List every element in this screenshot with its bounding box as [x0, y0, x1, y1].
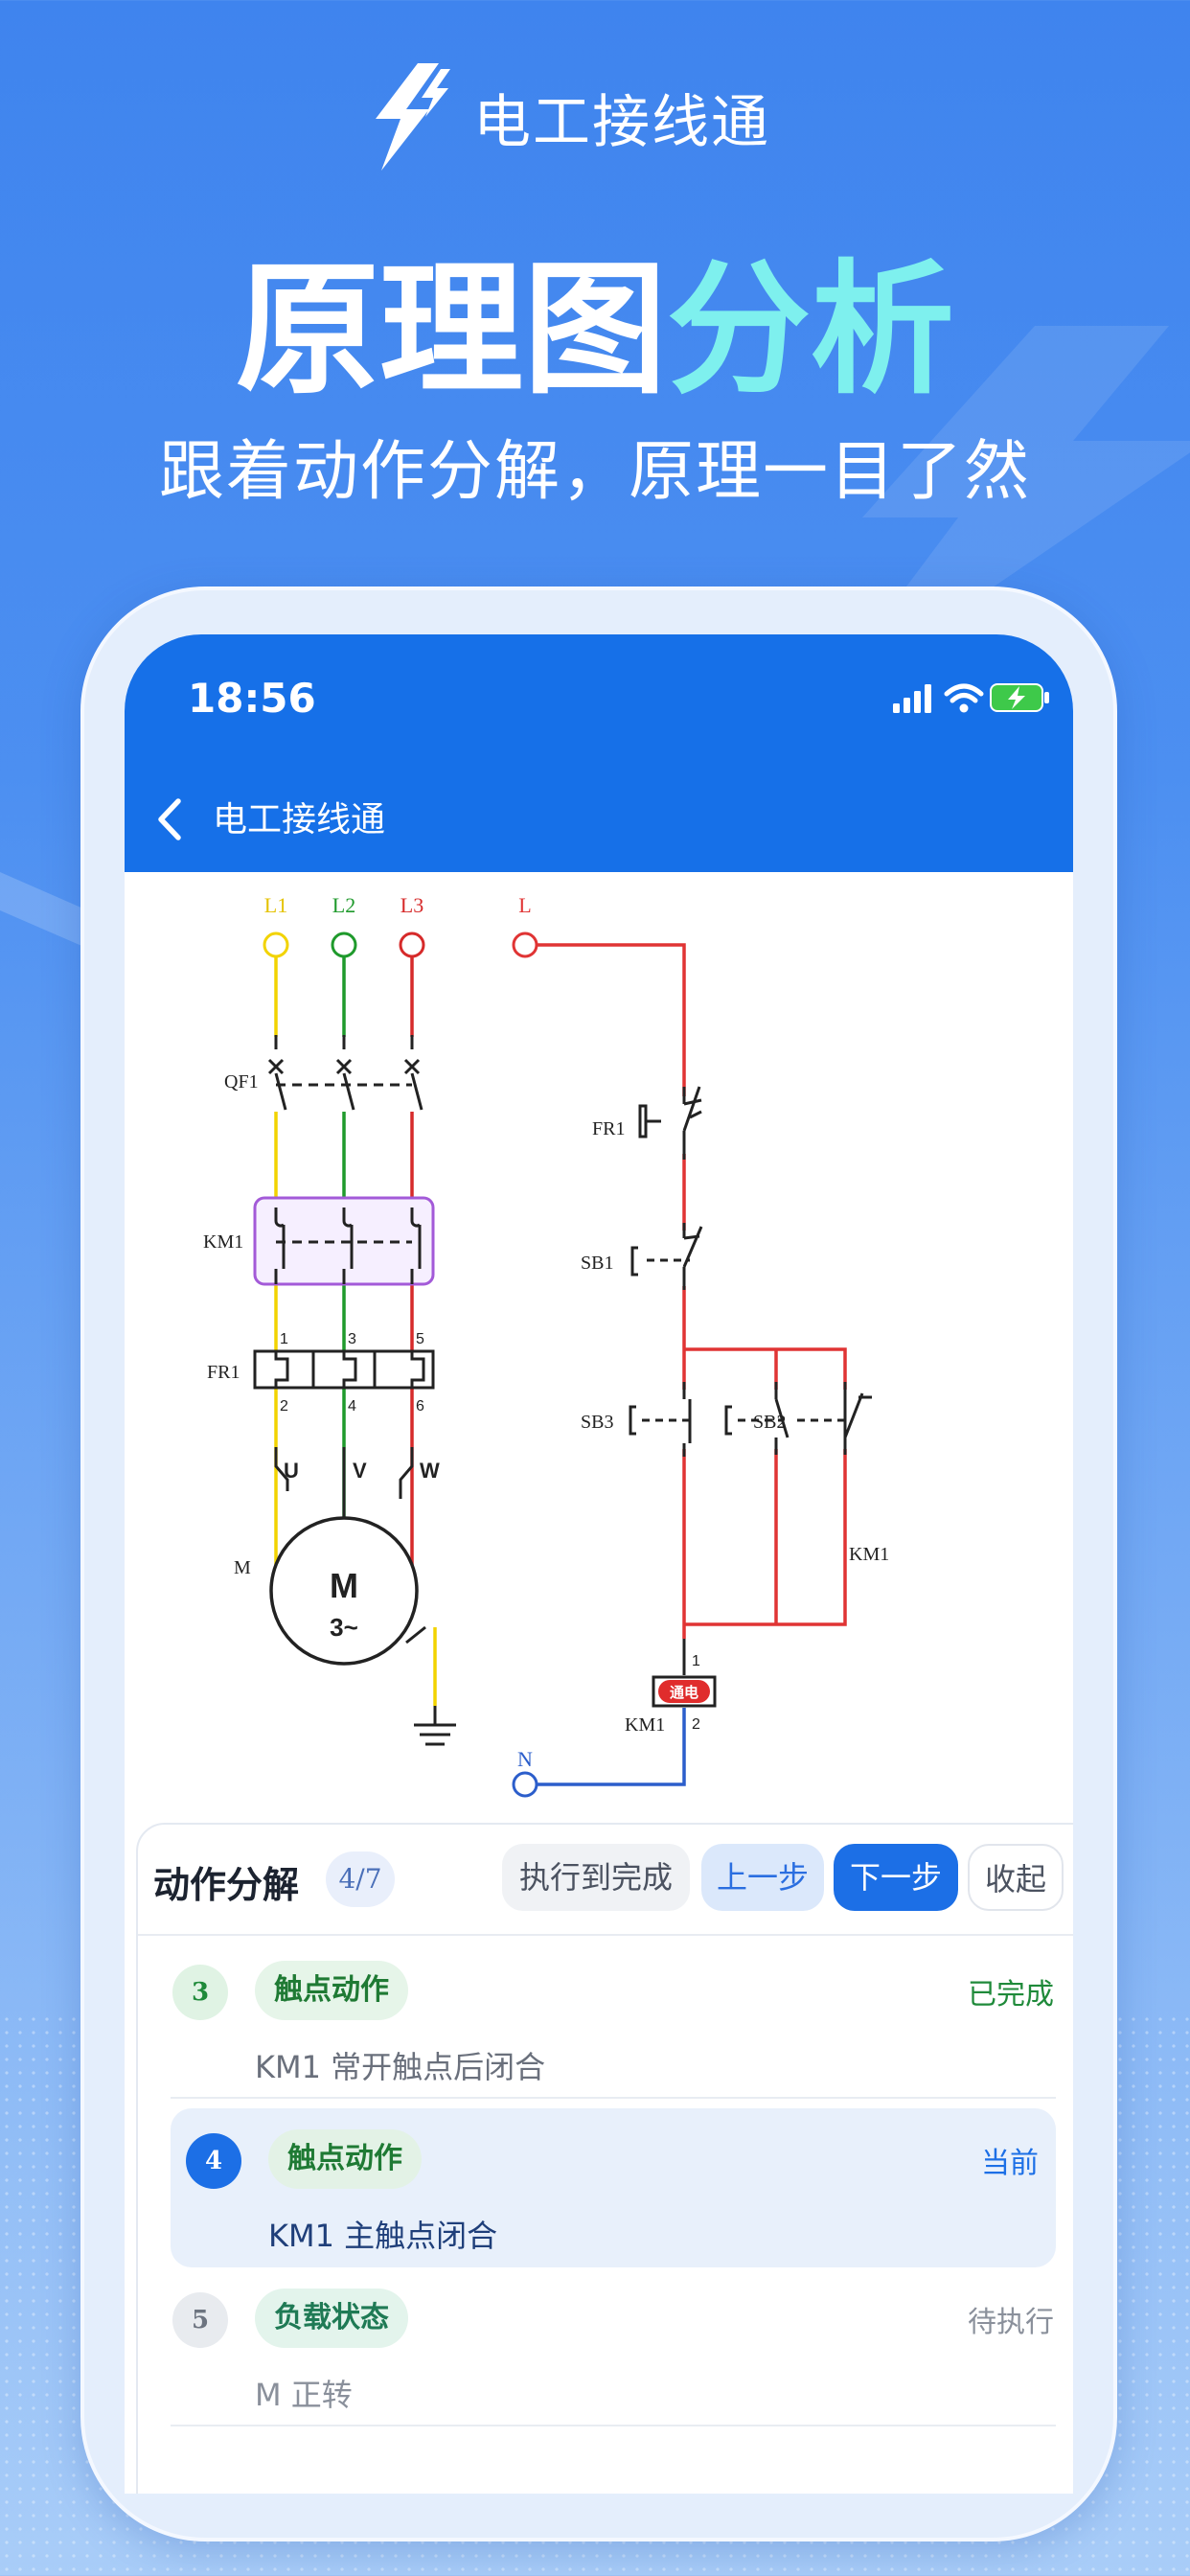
headline-part-cyan: 分析 — [667, 247, 955, 414]
label-l3: L3 — [400, 893, 423, 917]
qf1-breaker — [267, 1035, 423, 1112]
step-description: M 正转 — [255, 2377, 353, 2413]
term-w: W — [420, 1459, 440, 1483]
fr1-control-contact — [638, 1086, 702, 1160]
brand-name: 电工接线通 — [473, 88, 770, 156]
step-tag: 触点动作 — [268, 2129, 422, 2189]
label-l2: L2 — [332, 893, 355, 917]
terminal-l — [512, 932, 538, 958]
ground-symbol — [405, 1625, 456, 1746]
label-km1-main: KM1 — [203, 1231, 243, 1253]
term-1: 1 — [280, 1331, 288, 1347]
wifi-icon — [944, 683, 984, 713]
step-number: 3 — [172, 1965, 228, 2020]
headline: 原理图分析 — [0, 249, 1190, 412]
action-breakdown-panel: 动作分解 4/7 执行到完成 上一步 下一步 收起 3 触点动作 KM1 常开触… — [136, 1823, 1073, 2494]
sb2-start-button — [724, 1382, 872, 1455]
motor-phase: 3~ — [330, 1613, 358, 1642]
step-tag: 触点动作 — [255, 1961, 408, 2020]
label-fr1-ctrl: FR1 — [592, 1118, 625, 1139]
terminal-l3 — [399, 932, 425, 958]
step-item-5[interactable]: 5 负载状态 M 正转 待执行 — [171, 2267, 1056, 2426]
step-status: 当前 — [981, 2147, 1039, 2180]
step-status: 已完成 — [968, 1978, 1054, 2012]
signal-icon — [893, 684, 931, 713]
term-u: U — [284, 1459, 299, 1483]
term-6: 6 — [416, 1398, 424, 1414]
label-motor: M — [234, 1557, 251, 1578]
run-to-end-button[interactable]: 执行到完成 — [502, 1844, 690, 1911]
panel-header: 动作分解 4/7 执行到完成 上一步 下一步 收起 — [138, 1825, 1073, 1936]
step-number: 4 — [186, 2133, 241, 2189]
back-chevron-icon[interactable] — [146, 786, 194, 853]
status-time: 18:56 — [188, 675, 316, 722]
km1-main-contacts — [270, 1208, 422, 1284]
step-item-4[interactable]: 4 触点动作 KM1 主触点闭合 当前 — [171, 2108, 1056, 2267]
label-l1: L1 — [264, 893, 287, 917]
label-fr1-main: FR1 — [207, 1362, 240, 1383]
coil-term-2: 2 — [692, 1716, 700, 1733]
coil-term-1: 1 — [692, 1653, 700, 1669]
label-sb2: SB2 — [753, 1412, 786, 1433]
terminal-n — [512, 1771, 538, 1798]
motor-letter: M — [330, 1566, 358, 1605]
sb3-button — [629, 1382, 692, 1457]
next-step-button[interactable]: 下一步 — [834, 1844, 958, 1911]
sb1-stop-button — [630, 1223, 703, 1290]
label-km1-aux: KM1 — [849, 1544, 889, 1565]
motor-symbol — [269, 1516, 419, 1666]
energized-badge: 通电 — [670, 1684, 698, 1701]
panel-title: 动作分解 — [153, 1864, 300, 1906]
step-counter-badge: 4/7 — [326, 1852, 395, 1907]
step-status: 待执行 — [968, 2306, 1054, 2339]
terminal-l1 — [263, 932, 289, 958]
collapse-button[interactable]: 收起 — [968, 1844, 1064, 1911]
subheadline: 跟着动作分解，原理一目了然 — [158, 434, 1031, 510]
step-description: KM1 主触点闭合 — [268, 2218, 498, 2254]
brand-header: 电工接线通 — [362, 59, 770, 174]
motor-leads — [274, 1447, 414, 1524]
term-5: 5 — [416, 1331, 424, 1347]
label-km1-coil: KM1 — [625, 1714, 665, 1736]
label-sb1: SB1 — [581, 1253, 613, 1274]
app-top-bar: 18:56 电工接线通 — [125, 634, 1073, 872]
step-tag: 负载状态 — [255, 2288, 408, 2348]
term-3: 3 — [348, 1331, 356, 1347]
headline-part-white: 原理图 — [235, 247, 667, 414]
neutral-wire — [537, 1708, 686, 1786]
term-v: V — [353, 1459, 367, 1483]
control-circuit-wires — [537, 943, 847, 1639]
battery-charging-icon — [990, 683, 1049, 712]
step-number: 5 — [172, 2292, 228, 2348]
label-n: N — [517, 1747, 533, 1771]
term-2: 2 — [280, 1398, 288, 1414]
circuit-diagram: L1 L2 L3 L N QF1 — [203, 893, 889, 1798]
previous-step-button[interactable]: 上一步 — [701, 1844, 824, 1911]
terminal-l2 — [331, 932, 357, 958]
step-item-3[interactable]: 3 触点动作 KM1 常开触点后闭合 已完成 — [171, 1940, 1056, 2099]
term-4: 4 — [348, 1398, 356, 1414]
label-sb3: SB3 — [581, 1412, 613, 1433]
label-qf1: QF1 — [224, 1071, 259, 1092]
step-description: KM1 常开触点后闭合 — [255, 2049, 546, 2085]
status-icons — [893, 683, 1049, 713]
app-screen: 18:56 电工接线通 L1 — [125, 634, 1073, 2494]
nav-title: 电工接线通 — [213, 800, 386, 840]
energized-badge-bg — [658, 1680, 710, 1703]
lightning-logo-icon — [376, 63, 450, 171]
label-l: L — [518, 893, 531, 917]
fr1-heaters — [274, 1351, 425, 1388]
